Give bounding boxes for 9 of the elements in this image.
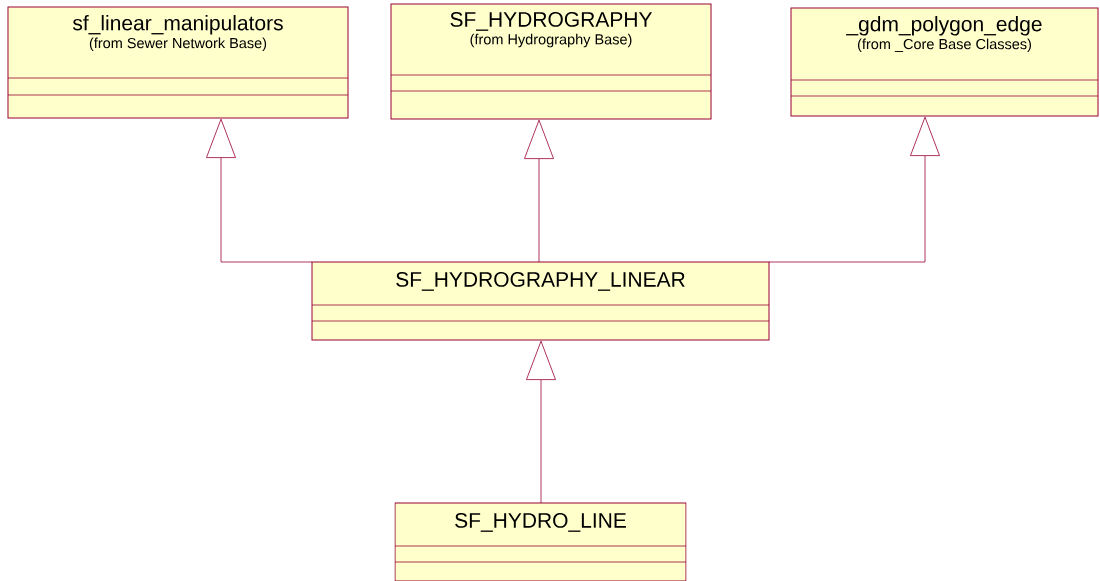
generalization-arrow xyxy=(206,118,313,263)
generalization-arrow xyxy=(768,116,940,263)
class-box: SF_HYDROGRAPHY (from Hydrography Base) xyxy=(390,3,712,120)
class-box: SF_HYDRO_LINE xyxy=(394,502,687,581)
class-box: SF_HYDROGRAPHY_LINEAR xyxy=(311,261,770,341)
generalization-arrow xyxy=(526,340,556,504)
class-box: _gdm_polygon_edge (from _Core Base Classes) xyxy=(790,7,1099,117)
generalization-arrow xyxy=(524,119,554,263)
class-box: sf_linear_manipulators (from Sewer Network Base) xyxy=(7,6,349,119)
